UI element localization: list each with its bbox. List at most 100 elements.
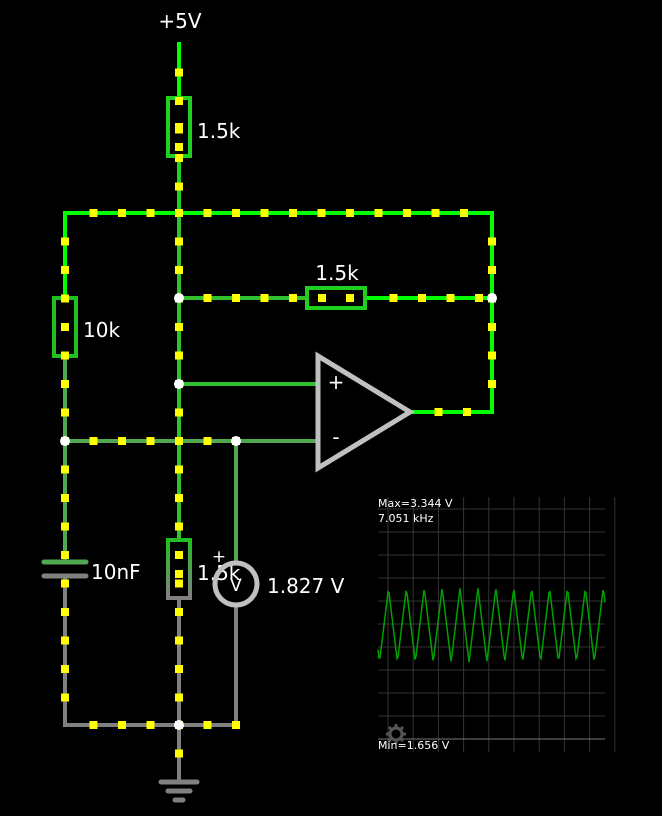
wire-top-rail[interactable] (63, 211, 494, 414)
current-dot (260, 294, 269, 302)
current-dot (175, 551, 183, 559)
current-dot (175, 143, 183, 151)
current-dot (61, 693, 69, 702)
current-dot (61, 465, 69, 474)
junction-node (60, 436, 70, 446)
current-dot (118, 209, 126, 217)
current-dot (446, 294, 455, 302)
current-dot (346, 294, 354, 302)
current-dot (61, 237, 69, 246)
current-dot (61, 380, 69, 388)
voltmeter[interactable] (212, 560, 260, 608)
supply-label: +5V (158, 9, 201, 33)
current-dot (389, 294, 398, 302)
current-dot (61, 294, 69, 303)
current-dot (61, 351, 69, 360)
current-dot (118, 721, 126, 729)
current-dot (175, 465, 183, 474)
current-dot (61, 323, 69, 331)
current-dot (175, 494, 183, 502)
current-dot (232, 209, 240, 217)
current-dot (374, 209, 383, 217)
junction-node (174, 293, 184, 303)
current-dot (175, 182, 183, 191)
current-dot (61, 494, 69, 502)
current-dot (175, 154, 183, 162)
current-dot (289, 209, 297, 217)
current-dot (61, 522, 69, 531)
current-dot (146, 209, 155, 217)
voltmeter-reading: 1.827 V (267, 574, 345, 598)
current-dot (175, 323, 183, 331)
current-dot (175, 749, 183, 758)
resistor-feedback-label: 1.5k (315, 261, 359, 285)
current-dot (175, 437, 183, 445)
current-dot (175, 266, 183, 274)
current-dot (203, 209, 212, 217)
current-dot (175, 608, 183, 616)
current-dot (118, 437, 126, 445)
current-dot (475, 294, 483, 302)
current-dot (203, 294, 212, 302)
current-dot (232, 294, 240, 302)
scope-trace (377, 588, 606, 663)
current-dot (175, 237, 183, 246)
current-dot (89, 209, 98, 217)
current-dot (61, 551, 69, 559)
voltmeter-symbol: V (230, 576, 242, 596)
current-dot (203, 721, 212, 729)
resistor-feedback[interactable] (305, 286, 367, 310)
current-dot (175, 97, 183, 105)
current-dot (346, 209, 354, 217)
current-dot (146, 721, 155, 729)
current-dot (61, 636, 69, 645)
current-dot (61, 579, 69, 588)
gear-icon[interactable] (386, 724, 406, 744)
capacitor[interactable] (41, 559, 89, 579)
current-dot (232, 721, 240, 729)
voltmeter-plus-label: + (212, 547, 226, 567)
current-dot (318, 294, 326, 302)
current-dot (89, 721, 98, 729)
current-dot (203, 437, 212, 445)
opamp[interactable] (315, 351, 415, 473)
resistor-left-label: 10k (83, 318, 120, 342)
scope-min-label: Min=1.656 V (378, 739, 450, 752)
current-dot (431, 209, 440, 217)
scope-max-label: Max=3.344 V (378, 497, 453, 510)
current-dot (260, 209, 269, 217)
current-dot (317, 209, 326, 217)
current-dot (61, 408, 69, 417)
current-dot (434, 408, 443, 416)
current-dot (146, 437, 155, 445)
current-dot (175, 68, 183, 77)
junction-nodes (60, 293, 497, 730)
current-dot (488, 266, 496, 274)
ground-icon[interactable] (158, 779, 200, 803)
current-dot (175, 209, 183, 217)
scope-panel[interactable]: Max=3.344 V 7.051 kHz Min=1.656 V (377, 497, 616, 752)
current-dot (175, 665, 183, 673)
scope-grid (378, 497, 616, 752)
current-dot (175, 123, 183, 131)
current-dot (175, 351, 183, 360)
scope-frequency-label: 7.051 kHz (378, 512, 434, 525)
current-dot (61, 665, 69, 673)
current-dot (463, 408, 471, 416)
current-dot (175, 579, 183, 588)
opamp-plus-label: + (328, 370, 345, 394)
current-dot (488, 380, 496, 388)
junction-node (174, 379, 184, 389)
current-dot (175, 636, 183, 645)
current-dot (175, 408, 183, 417)
current-dot (175, 693, 183, 702)
resistor-bottom[interactable] (166, 538, 192, 600)
current-dot (61, 266, 69, 274)
opamp-minus-label: - (332, 425, 339, 449)
current-dot (488, 323, 496, 331)
current-dot (61, 608, 69, 616)
current-dot (418, 294, 426, 302)
current-dot (289, 294, 297, 302)
junction-node (231, 436, 241, 446)
